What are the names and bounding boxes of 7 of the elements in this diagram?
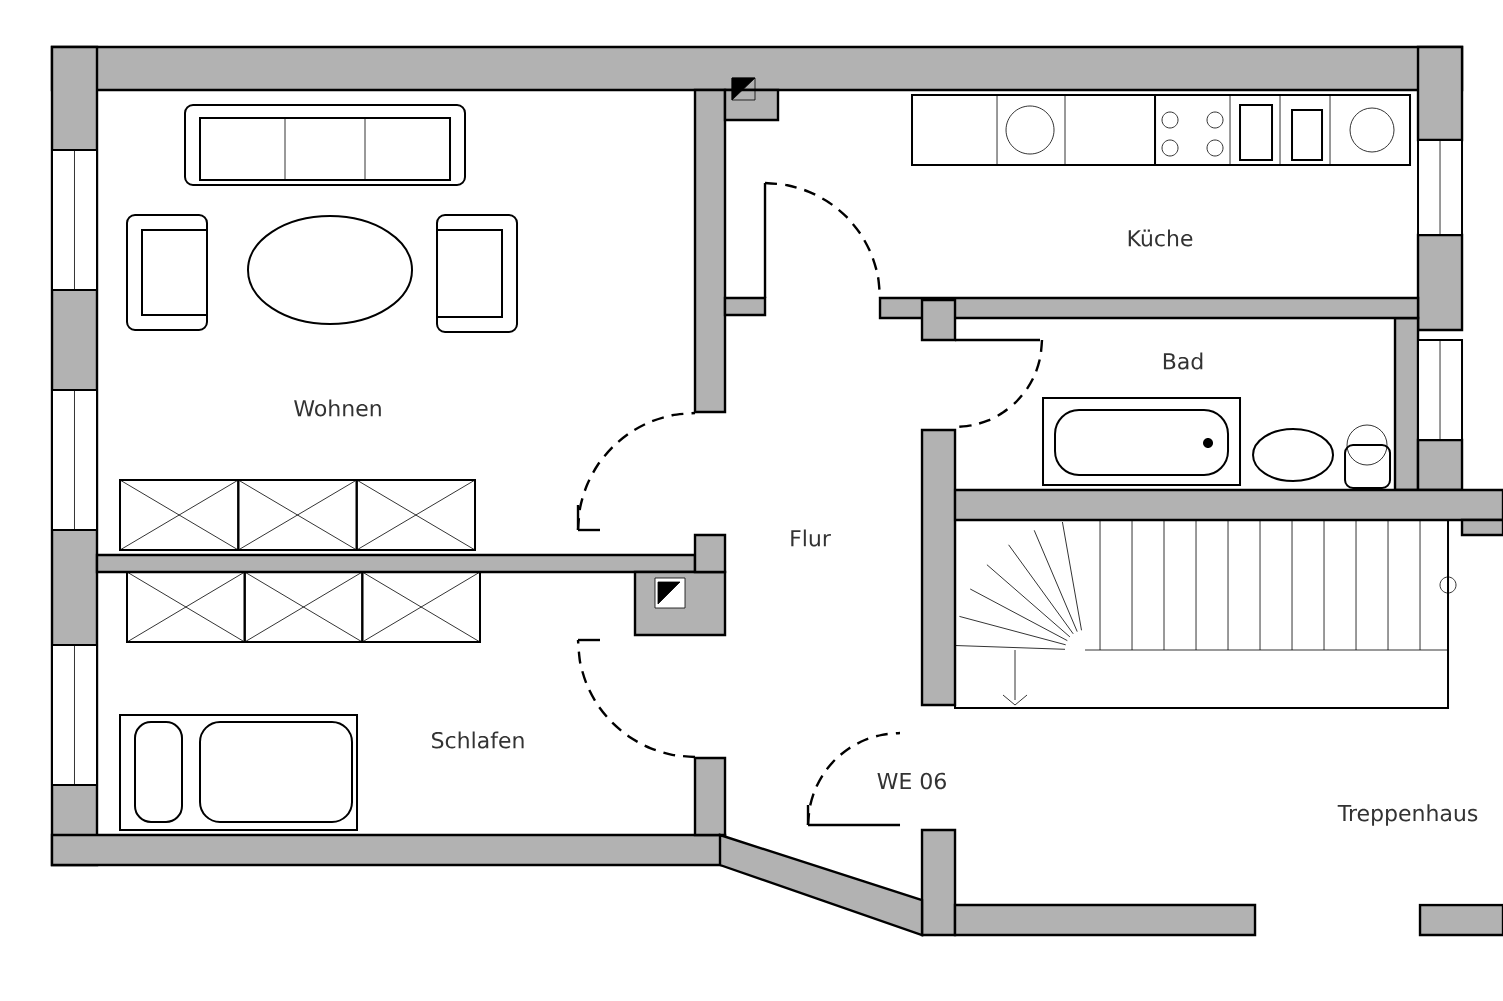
room-label: Flur <box>791 529 831 547</box>
room-label: Küche <box>1128 229 1193 247</box>
room-label: Schlafen <box>432 731 524 749</box>
room-label: Treppenhaus <box>1337 804 1478 826</box>
room-label: WE 06 <box>877 772 946 790</box>
room-label: Bad <box>1163 352 1203 370</box>
room-label: Wohnen <box>294 399 381 417</box>
